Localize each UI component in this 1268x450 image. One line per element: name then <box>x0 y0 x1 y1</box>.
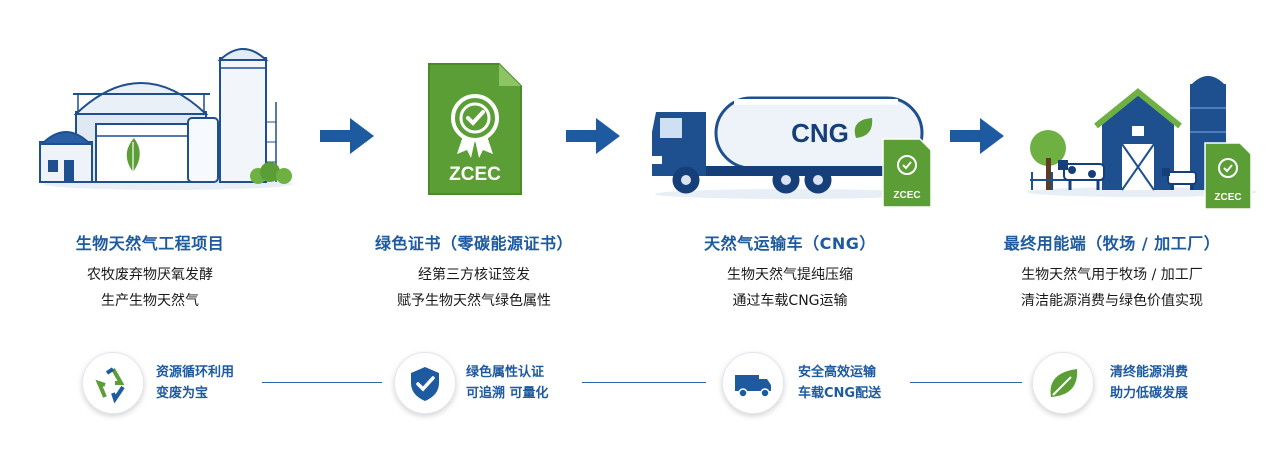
certificate-small-icon: ZCEC <box>882 138 932 208</box>
feature-label: 清终能源消费 助力低碳发展 <box>1110 362 1188 404</box>
biogas-plant-icon <box>39 48 293 190</box>
feature-line: 绿色属性认证 <box>466 365 545 380</box>
step-description: 赋予生物天然气绿色属性 <box>397 293 551 309</box>
shield-badge <box>394 352 456 414</box>
shield-check-icon <box>411 367 439 401</box>
leaf-icon <box>1050 369 1078 397</box>
step-description: 生物天然气提纯压缩 <box>727 267 853 283</box>
arrow-right-icon <box>950 118 1004 154</box>
feature-line: 安全高效运输 <box>798 365 877 380</box>
connector-line <box>582 382 706 383</box>
feature-line: 车载CNG配送 <box>798 386 882 401</box>
step-title: 最终用能端（牧场 / 加工厂） <box>1003 234 1221 253</box>
connector-line <box>910 382 1022 383</box>
farm-icon <box>1027 76 1257 197</box>
certificate-icon: ZCEC <box>428 63 522 195</box>
step-description: 清洁能源消费与绿色价值实现 <box>1021 293 1203 309</box>
connector-line <box>262 382 382 383</box>
feature-line: 资源循环利用 <box>156 365 235 380</box>
arrow-right-icon <box>566 118 620 154</box>
feature-label: 绿色属性认证 可追溯 可量化 <box>466 362 549 404</box>
tanker-truck-icon: CNG <box>652 96 925 199</box>
step-title: 绿色证书（零碳能源证书） <box>374 234 573 253</box>
step-title: 生物天然气工程项目 <box>75 234 225 253</box>
feature-label: 安全高效运输 车载CNG配送 <box>798 362 881 404</box>
step-description: 生产生物天然气 <box>101 293 199 309</box>
certificate-label: ZCEC <box>449 164 501 185</box>
step-description: 农牧废弃物厌氧发酵 <box>87 267 213 283</box>
certificate-small-icon: ZCEC <box>1204 142 1252 210</box>
truck-icon <box>735 375 771 398</box>
certificate-small-label: ZCEC <box>893 190 920 201</box>
step-description: 通过车载CNG运输 <box>732 293 848 309</box>
feature-label: 资源循环利用 变废为宝 <box>156 362 234 404</box>
step-title: 天然气运输车（CNG） <box>704 234 876 253</box>
arrow-right-icon <box>320 118 374 154</box>
recycle-badge <box>82 352 144 414</box>
feature-line: 变废为宝 <box>156 386 209 401</box>
leaf-badge <box>1032 352 1094 414</box>
feature-line: 可追溯 可量化 <box>466 386 549 401</box>
truck-badge <box>722 352 784 414</box>
step-description: 生物天然气用于牧场 / 加工厂 <box>1021 267 1203 283</box>
step-description: 经第三方核证签发 <box>418 267 530 283</box>
feature-line: 助力低碳发展 <box>1110 386 1189 401</box>
feature-line: 清终能源消费 <box>1110 365 1189 380</box>
recycle-icon <box>95 367 125 404</box>
certificate-small-label: ZCEC <box>1214 192 1241 203</box>
tank-label: CNG <box>791 118 849 148</box>
